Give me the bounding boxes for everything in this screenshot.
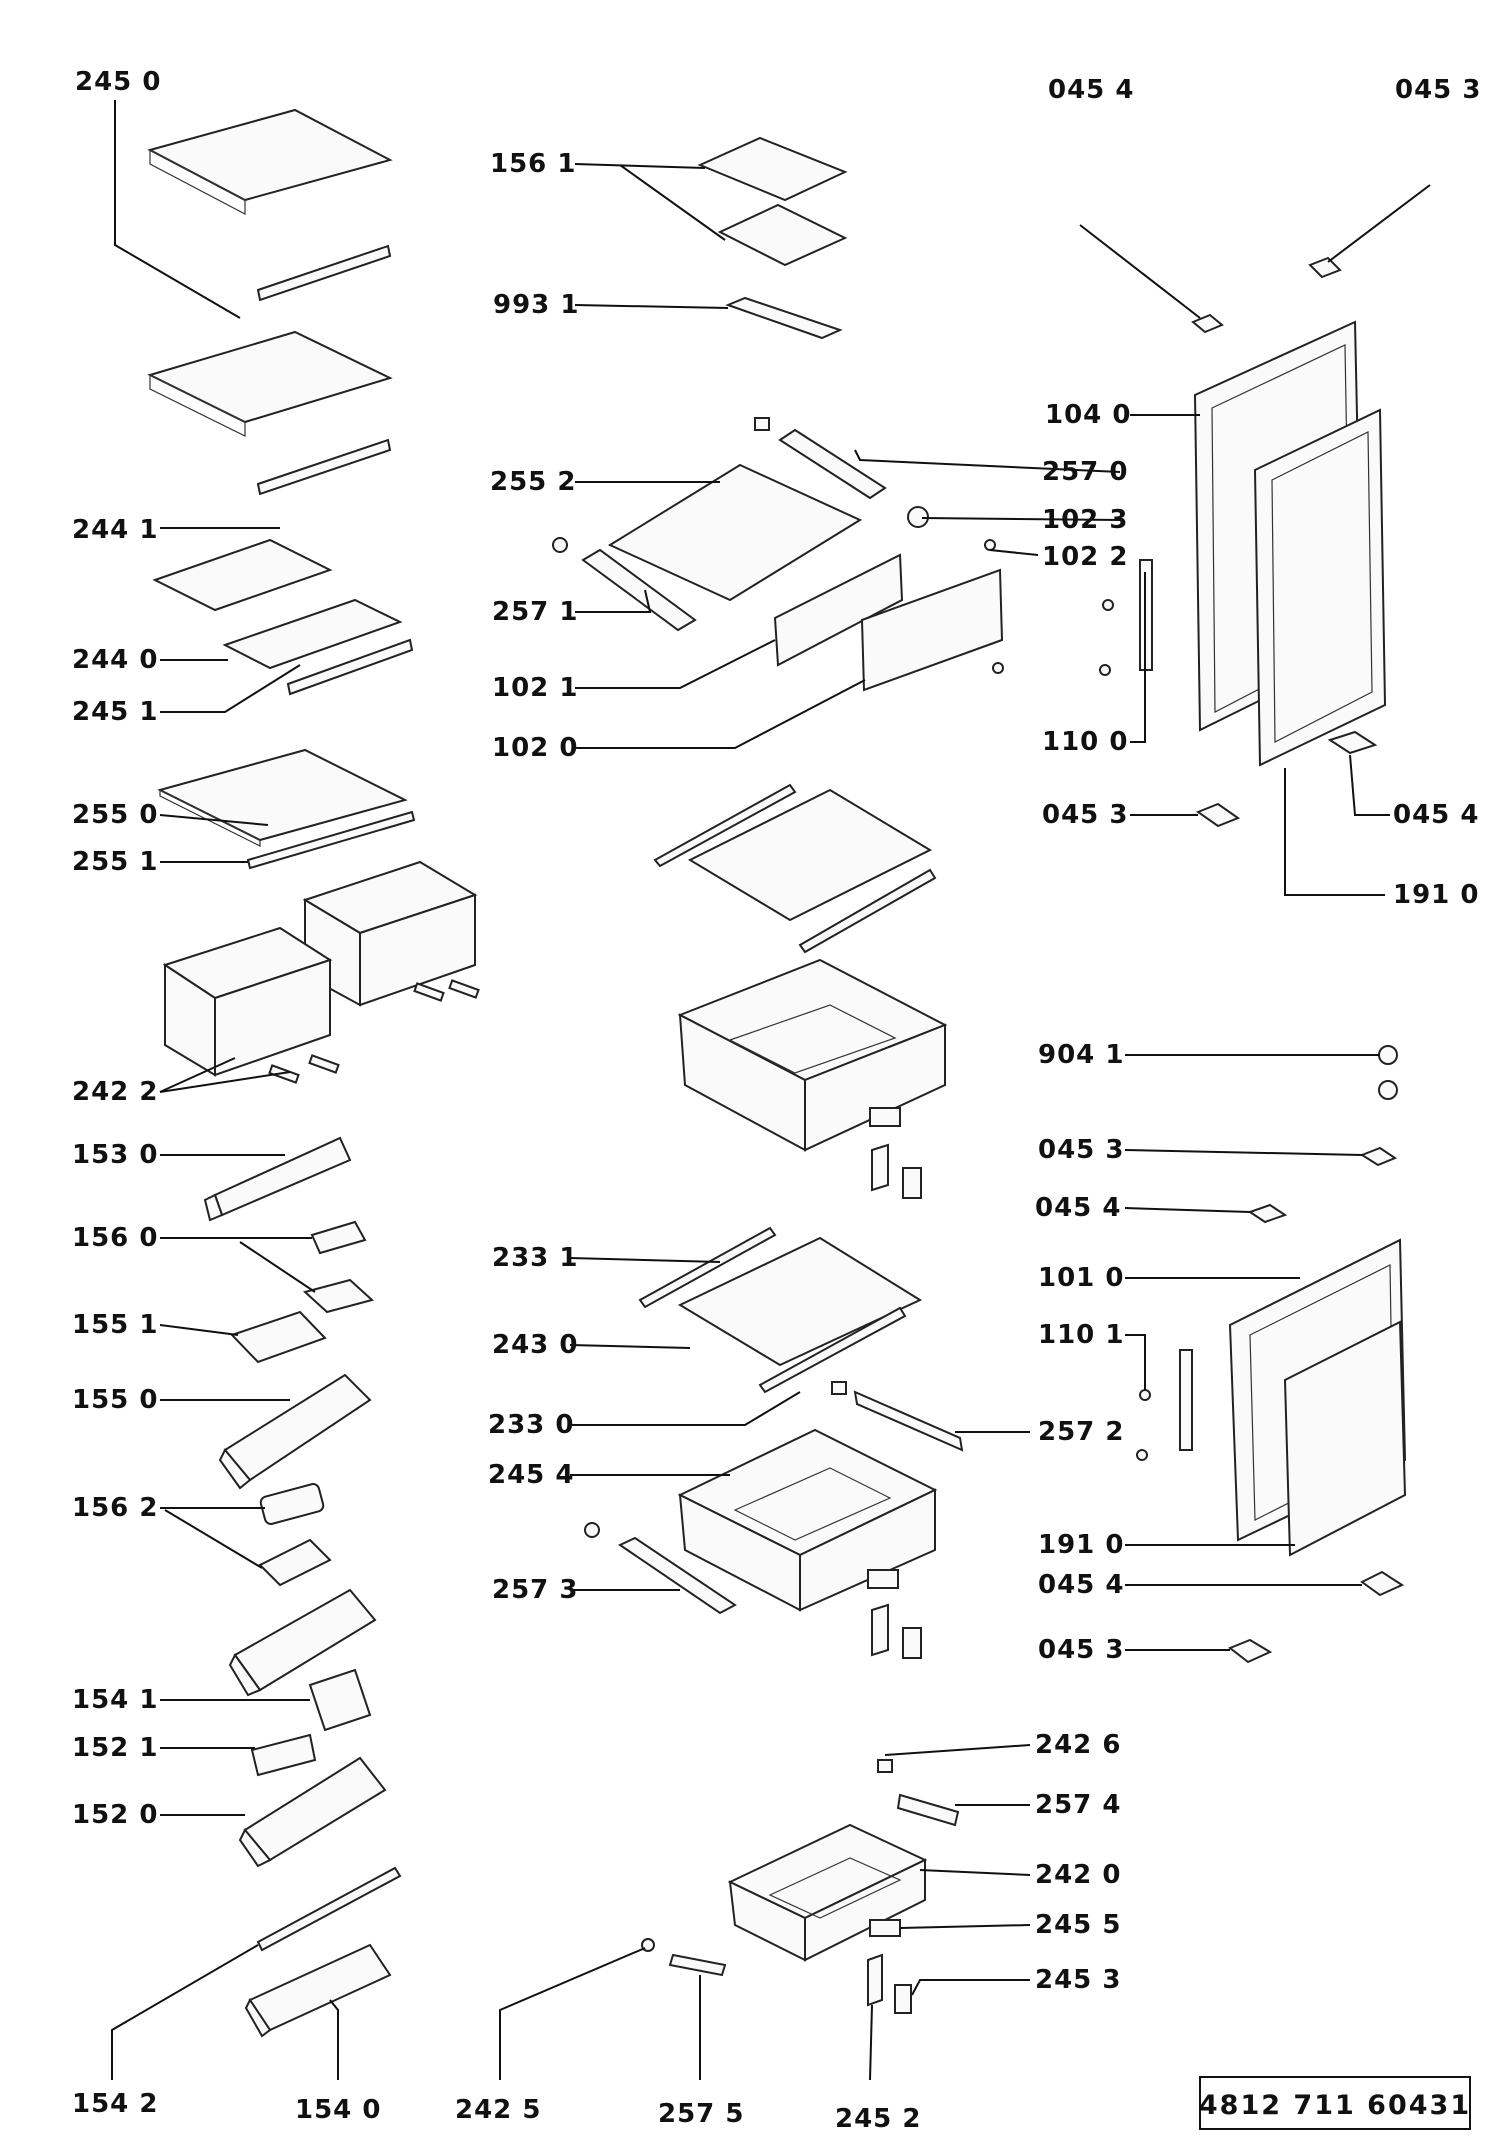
- callout-257-3: 257 3: [492, 1575, 578, 1605]
- callout-045-4-bottom: 045 4: [1038, 1570, 1124, 1600]
- bottom-drawer: [641, 1759, 960, 2014]
- glass-shelf: [157, 748, 416, 870]
- door-gasket-191-top: [1253, 408, 1387, 767]
- callout-045-3-bottom: 045 3: [1038, 1635, 1124, 1665]
- callout-110-0: 110 0: [1042, 727, 1128, 757]
- callout-255-0: 255 0: [72, 800, 158, 830]
- callout-045-4-low: 045 4: [1035, 1193, 1121, 1223]
- callout-191-0-low: 191 0: [1038, 1530, 1124, 1560]
- callout-155-1: 155 1: [72, 1310, 158, 1340]
- callout-245-3: 245 3: [1035, 1965, 1121, 1995]
- callout-245-1: 245 1: [72, 697, 158, 727]
- callout-257-0: 257 0: [1042, 457, 1128, 487]
- callout-154-2: 154 2: [72, 2089, 158, 2119]
- callout-242-2: 242 2: [72, 1077, 158, 1107]
- callout-156-2: 156 2: [72, 1493, 158, 1523]
- callout-245-4: 245 4: [488, 1460, 574, 1490]
- hinge-parts-mid: [1195, 730, 1378, 828]
- callout-993-1: 993 1: [493, 290, 579, 320]
- door-shelf-153: [203, 1136, 352, 1222]
- hinge-parts-bottom: [1228, 1570, 1405, 1664]
- door-shelf-152: [238, 1733, 387, 1868]
- reference-number: 4812 711 60431: [1199, 2090, 1471, 2121]
- callout-045-3-top: 045 3: [1395, 75, 1481, 105]
- callout-152-0: 152 0: [72, 1800, 158, 1830]
- callout-102-1: 102 1: [492, 673, 578, 703]
- callout-257-4: 257 4: [1035, 1790, 1121, 1820]
- callout-245-0-top: 245 0: [75, 67, 161, 97]
- callout-242-0: 242 0: [1035, 1860, 1121, 1890]
- callout-257-2: 257 2: [1038, 1417, 1124, 1447]
- freezer-cover-assembly: [552, 417, 1004, 692]
- callout-152-1: 152 1: [72, 1733, 158, 1763]
- callout-243-0: 243 0: [492, 1330, 578, 1360]
- callout-045-4-top: 045 4: [1048, 75, 1134, 105]
- callout-255-1: 255 1: [72, 847, 158, 877]
- callout-245-5: 245 5: [1035, 1910, 1121, 1940]
- wire-shelf-small: [152, 538, 414, 696]
- wire-shelf-middle: [147, 330, 393, 496]
- callout-045-3-mid: 045 3: [1042, 800, 1128, 830]
- callout-110-1: 110 1: [1038, 1320, 1124, 1350]
- callout-255-2: 255 2: [490, 467, 576, 497]
- callout-244-0: 244 0: [72, 645, 158, 675]
- callout-257-1: 257 1: [492, 597, 578, 627]
- reference-box: 4812 711 60431: [1199, 2076, 1471, 2130]
- callout-045-4-mid: 045 4: [1393, 800, 1479, 830]
- callout-155-0: 155 0: [72, 1385, 158, 1415]
- callout-233-1: 233 1: [492, 1243, 578, 1273]
- door-shelf-155: [218, 1373, 372, 1490]
- callout-154-1: 154 1: [72, 1685, 158, 1715]
- callout-102-2: 102 2: [1042, 542, 1128, 572]
- callout-242-6: 242 6: [1035, 1730, 1121, 1760]
- callout-101-0: 101 0: [1038, 1263, 1124, 1293]
- freezer-grid-shelf-upper: [653, 783, 937, 954]
- callout-156-0: 156 0: [72, 1223, 158, 1253]
- callout-191-0-top: 191 0: [1393, 880, 1479, 910]
- callout-154-0: 154 0: [295, 2095, 381, 2125]
- freezer-drawer-upper: [677, 958, 948, 1199]
- callout-242-5: 242 5: [455, 2095, 541, 2125]
- callout-904-1: 904 1: [1038, 1040, 1124, 1070]
- callout-102-0: 102 0: [492, 733, 578, 763]
- callout-153-0: 153 0: [72, 1140, 158, 1170]
- hinge-caps-top: [1191, 256, 1342, 334]
- door-shelf-154: [228, 1588, 377, 1732]
- freezer-grid-shelf-lower: [638, 1226, 923, 1394]
- callout-045-3-low: 045 3: [1038, 1135, 1124, 1165]
- callout-245-2: 245 2: [835, 2104, 921, 2134]
- callout-156-1: 156 1: [490, 149, 576, 179]
- callout-257-5: 257 5: [658, 2099, 744, 2129]
- egg-trays: [230, 1220, 375, 1364]
- bottle-shelf: [244, 1866, 402, 2038]
- freezer-drawer-lower: [584, 1381, 964, 1659]
- callout-102-3: 102 3: [1042, 505, 1128, 535]
- door-gasket-191-low: [1283, 1320, 1407, 1557]
- callout-233-0: 233 0: [488, 1410, 574, 1440]
- callout-labels: 245 0 156 1 993 1 255 2 257 1 102 1 102 …: [72, 67, 1481, 2134]
- evaporator-bar: [725, 296, 843, 340]
- callout-244-1: 244 1: [72, 515, 158, 545]
- door-handle-110-1: [1136, 1349, 1193, 1461]
- dairy-covers: [258, 1483, 332, 1587]
- leader-lines: [111, 100, 1431, 2081]
- misc-small-parts: [1247, 1045, 1398, 1224]
- ice-tray-set: [697, 136, 848, 267]
- wire-shelf-upper: [147, 108, 393, 302]
- callout-104-0: 104 0: [1045, 400, 1131, 430]
- crisper-drawers: [162, 860, 480, 1084]
